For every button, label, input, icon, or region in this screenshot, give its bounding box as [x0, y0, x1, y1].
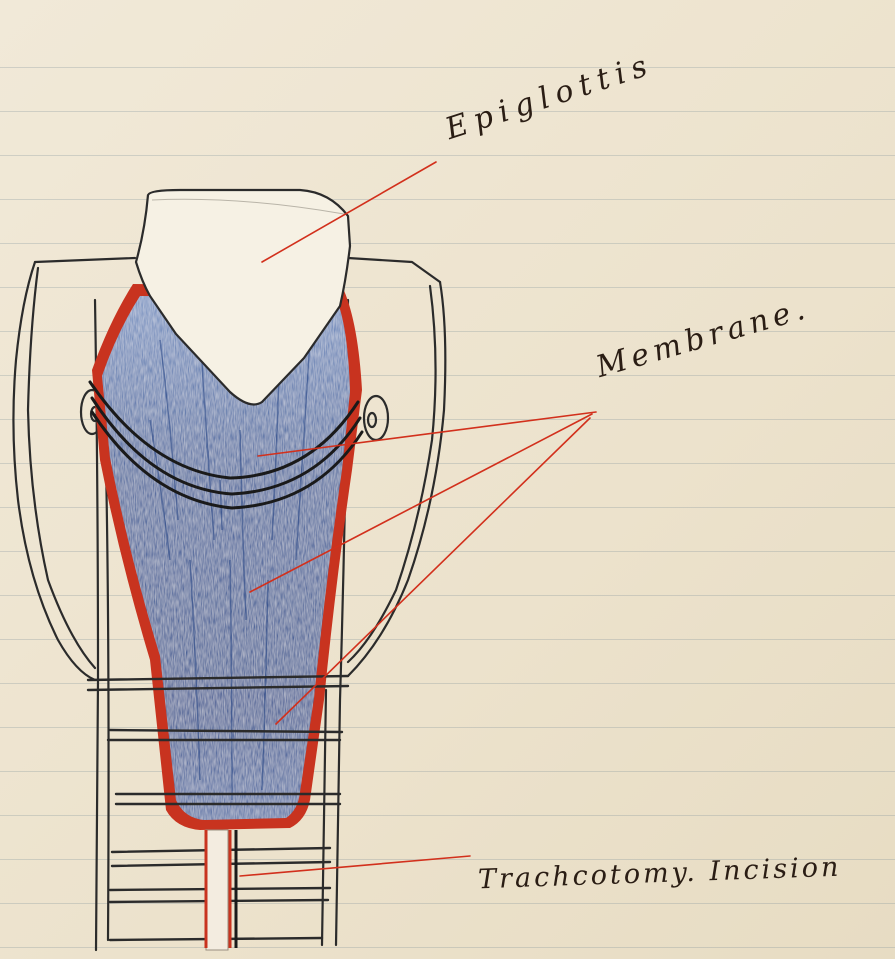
- incision-pointer: [240, 856, 470, 876]
- incision-marks: [206, 830, 236, 950]
